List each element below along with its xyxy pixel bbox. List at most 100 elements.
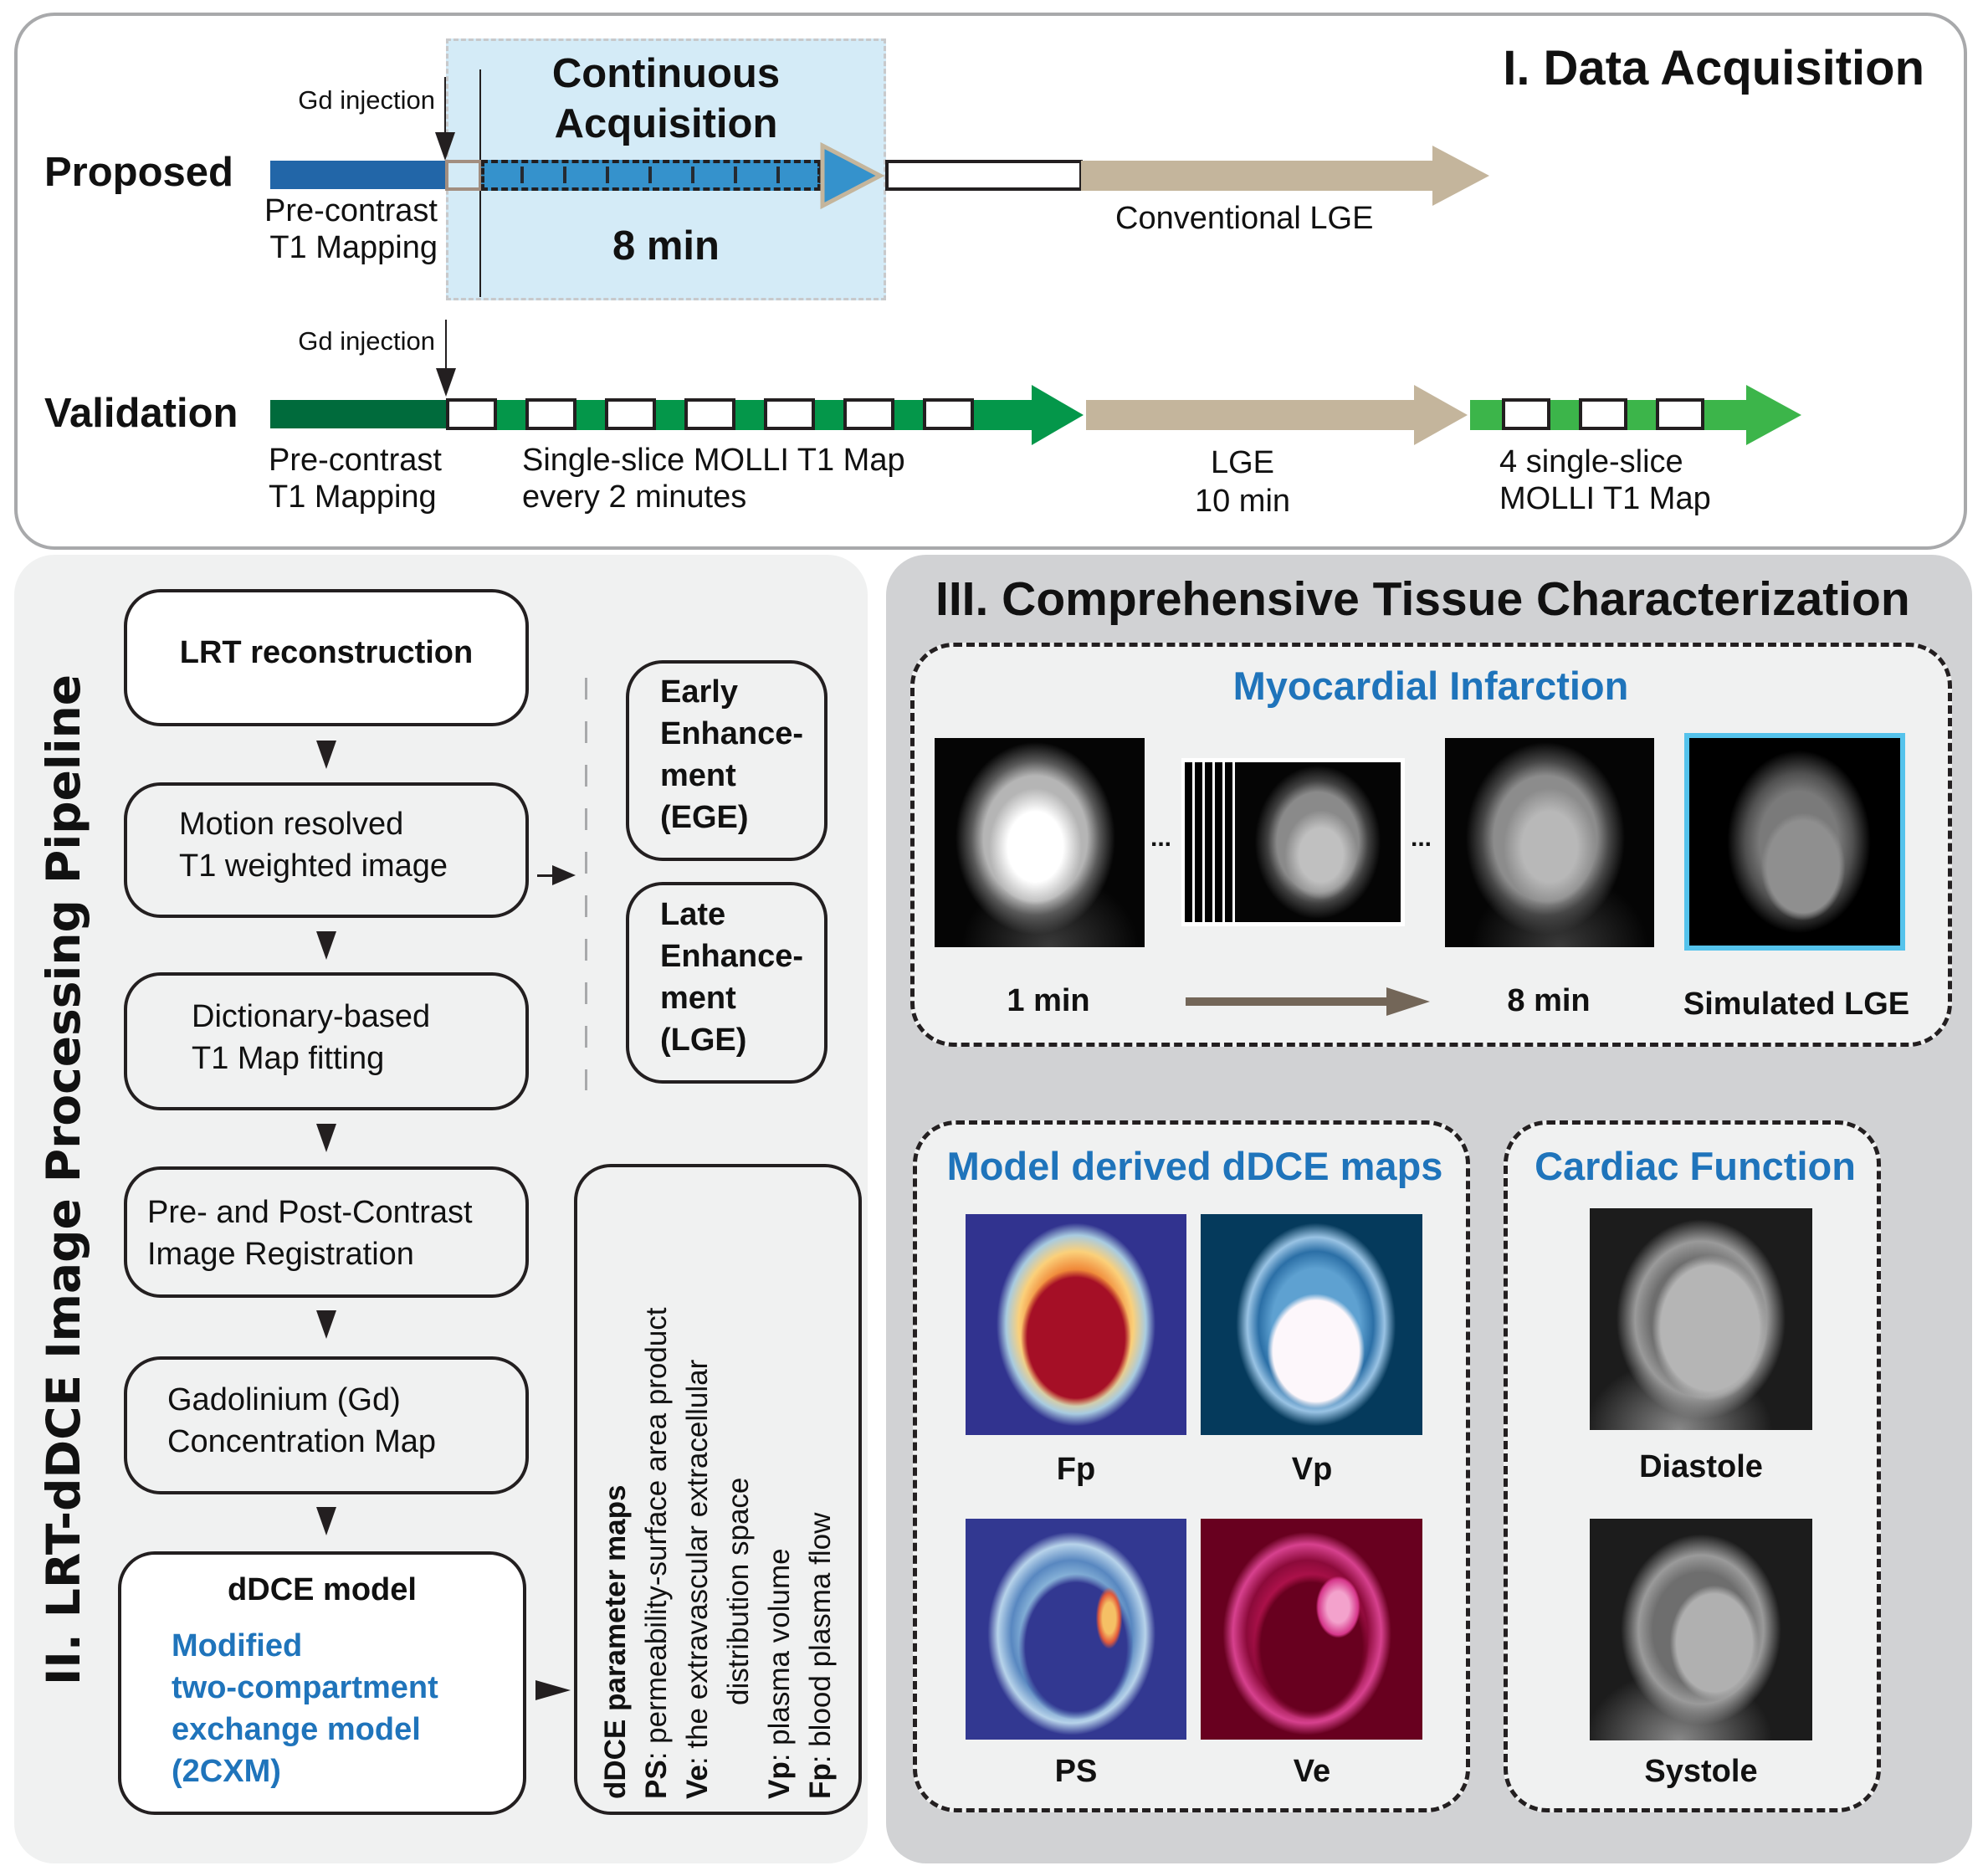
late-enhancement-text: Late Enhance- ment (LGE) — [660, 894, 803, 1061]
cine-diastole — [1590, 1208, 1812, 1430]
step-dictionary-line1: Dictionary-based — [192, 999, 431, 1034]
molli-acquisition-box — [764, 398, 815, 430]
validation-final-arrow — [1470, 385, 1801, 445]
params-arrow-icon — [535, 1680, 571, 1700]
parameter-maps-title: dDCE parameter maps — [599, 1484, 632, 1799]
molli-acquisition-box — [684, 398, 735, 430]
cine-diastole-label: Diastole — [1639, 1449, 1763, 1484]
validation-final-line1: 4 single-slice — [1499, 444, 1683, 479]
proposed-post-box — [885, 160, 1083, 191]
mi-stack-front — [1235, 762, 1401, 922]
molli-acquisition-box — [525, 398, 576, 430]
step-dictionary-fitting — [124, 972, 529, 1110]
param-vp-desc: : plasma volume — [763, 1548, 796, 1762]
cardiac-function-title: Cardiac Function — [1535, 1144, 1856, 1188]
param-vp-key: Vp — [763, 1761, 796, 1799]
late-enhancement-box — [626, 882, 827, 1084]
flow-arrow-4-icon — [316, 1310, 336, 1339]
model-desc-line3: exchange model — [172, 1712, 421, 1747]
mi-image-8min — [1445, 738, 1654, 947]
molli-boxes — [446, 398, 981, 430]
mi-stack-lines — [1185, 762, 1233, 922]
gd-injection-arrowhead-icon — [435, 132, 455, 161]
step-dictionary-fitting-text: Dictionary-based T1 Map fitting — [192, 996, 430, 1079]
map-fp-label: Fp — [1056, 1452, 1096, 1487]
section3-title: III. Comprehensive Tissue Characterizati… — [935, 572, 1910, 626]
validation-final-label: 4 single-slice MOLLI T1 Map — [1499, 443, 1711, 517]
validation-precontrast-line2: T1 Mapping — [269, 479, 437, 515]
flow-arrow-5-icon — [316, 1507, 336, 1535]
param-fp-desc: : blood plasma flow — [804, 1512, 837, 1764]
flow-arrow-1-icon — [316, 741, 336, 769]
step-motion-resolved-line2: T1 weighted image — [179, 848, 448, 884]
map-vp — [1201, 1214, 1422, 1435]
conventional-lge-arrow — [1081, 146, 1489, 206]
model-desc-line2: two-compartment — [172, 1670, 438, 1705]
mi-label-8min: 8 min — [1507, 983, 1591, 1018]
map-ps-label: PS — [1054, 1754, 1098, 1789]
ddce-maps-title: Model derived dDCE maps — [946, 1144, 1443, 1188]
param-fp: Fp: blood plasma flow — [800, 1180, 841, 1799]
map-ve — [1201, 1519, 1422, 1740]
final-molli-boxes — [1502, 398, 1719, 430]
cine-systole — [1590, 1519, 1812, 1740]
param-ps-key: PS — [640, 1760, 673, 1799]
step-motion-resolved-text: Motion resolved T1 weighted image — [179, 803, 448, 887]
step-registration-line1: Pre- and Post-Contrast — [147, 1195, 473, 1230]
step-image-registration-text: Pre- and Post-Contrast Image Registratio… — [147, 1192, 473, 1275]
final-molli-box — [1579, 398, 1627, 430]
param-ve-desc2: distribution space — [722, 1477, 755, 1705]
ddce-model-title: dDCE model — [228, 1572, 417, 1607]
param-fp-key: Fp — [804, 1763, 837, 1799]
param-ve-desc: : the extravascular extracellular — [681, 1359, 714, 1766]
cine-systole-label: Systole — [1644, 1754, 1758, 1789]
validation-lge-line1: LGE — [1210, 445, 1275, 480]
proposed-precontrast-line2: T1 Mapping — [269, 230, 438, 265]
lge-line4: (LGE) — [660, 1023, 747, 1058]
gd-injection-label-proposed: Gd injection — [298, 85, 435, 115]
param-ps-desc: : permeability-surface area product — [640, 1307, 673, 1761]
continuous-line2: Acquisition — [554, 101, 778, 146]
molli-acquisition-box — [605, 398, 656, 430]
validation-final-line2: MOLLI T1 Map — [1499, 481, 1711, 516]
mi-ellipsis-1: ... — [1150, 824, 1172, 852]
data-acquisition-panel — [14, 13, 1967, 550]
gd-injection-label-validation: Gd injection — [298, 326, 435, 356]
ege-line3: ment — [660, 758, 736, 793]
step-motion-resolved-line1: Motion resolved — [179, 807, 404, 842]
gd-injection-arrow-proposed — [444, 77, 446, 136]
enhancement-arrow-icon — [552, 865, 576, 885]
step-motion-resolved — [124, 782, 529, 918]
step-dictionary-line2: T1 Map fitting — [192, 1041, 385, 1076]
step-gd-concentration — [124, 1356, 529, 1494]
validation-precontrast-bar — [270, 400, 448, 428]
mi-image-1min — [935, 738, 1145, 947]
mi-time-arrow — [1186, 987, 1430, 1016]
proposed-precontrast-line1: Pre-contrast — [264, 193, 438, 228]
ddce-model-description: Modified two-compartment exchange model … — [172, 1625, 438, 1792]
lge-line2: Enhance- — [660, 939, 804, 974]
proposed-precontrast-bar — [270, 161, 446, 189]
parameter-maps-text: dDCE parameter maps PS: permeability-sur… — [595, 1180, 841, 1799]
validation-precontrast-label: Pre-contrast T1 Mapping — [269, 442, 442, 515]
validation-lge-label: LGE 10 min — [1159, 443, 1326, 520]
validation-molli-line1: Single-slice MOLLI T1 Map — [522, 443, 905, 478]
final-molli-box — [1502, 398, 1550, 430]
map-fp — [966, 1214, 1186, 1435]
molli-acquisition-box — [923, 398, 974, 430]
molli-acquisition-box — [446, 398, 497, 430]
early-enhancement-box — [626, 660, 827, 861]
step-gd-line1: Gadolinium (Gd) — [167, 1382, 401, 1417]
step-image-registration — [124, 1166, 529, 1298]
step-registration-line2: Image Registration — [147, 1237, 414, 1272]
model-desc-line4: (2CXM) — [172, 1754, 281, 1789]
enhancement-separator — [585, 678, 587, 1090]
parameter-maps-box — [574, 1164, 862, 1815]
validation-lge-line2: 10 min — [1194, 484, 1291, 519]
lge-line1: Late — [660, 897, 726, 932]
model-desc-line1: Modified — [172, 1628, 303, 1663]
continuous-acquisition-title: Continuous Acquisition — [446, 49, 886, 149]
param-ve-cont: distribution space — [718, 1180, 759, 1799]
molli-acquisition-box — [843, 398, 894, 430]
mi-ellipsis-2: ... — [1411, 824, 1432, 852]
